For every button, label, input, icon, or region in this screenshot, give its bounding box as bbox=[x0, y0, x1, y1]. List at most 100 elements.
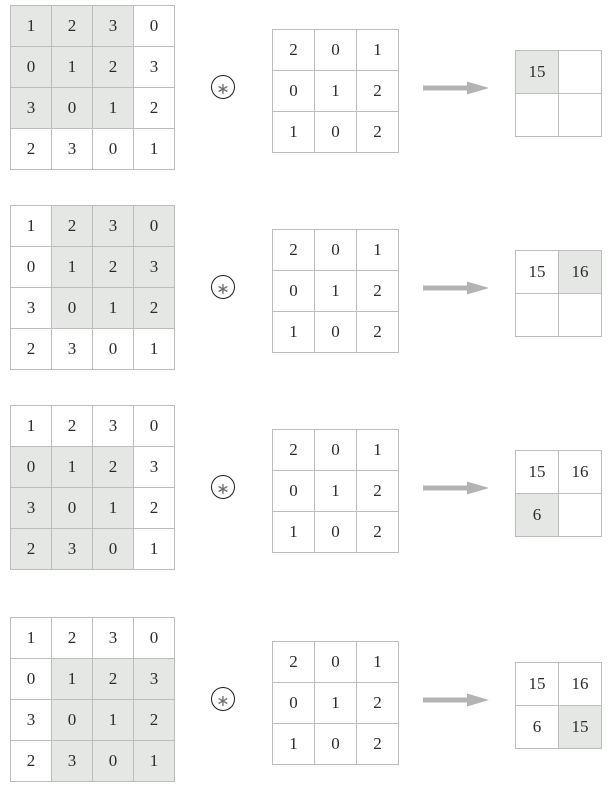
output-cell-highlighted: 16 bbox=[558, 250, 602, 294]
kernel-cell: 2 bbox=[356, 723, 399, 765]
output-matrix-step-1: 15 bbox=[515, 50, 602, 137]
input-cell-highlighted: 1 bbox=[51, 46, 93, 88]
asterisk-icon: ∗ bbox=[216, 79, 230, 98]
input-cell: 3 bbox=[51, 328, 93, 370]
input-cell: 2 bbox=[51, 617, 93, 659]
input-cell: 3 bbox=[133, 46, 175, 88]
input-cell: 2 bbox=[10, 740, 52, 782]
input-cell-highlighted: 3 bbox=[10, 487, 52, 529]
kernel-cell: 2 bbox=[272, 641, 315, 683]
kernel-cell: 2 bbox=[272, 229, 315, 271]
convolution-operator-icon: ∗ bbox=[211, 75, 235, 99]
output-cell bbox=[515, 293, 559, 337]
output-cell: 16 bbox=[558, 662, 602, 706]
output-cell-highlighted: 15 bbox=[558, 705, 602, 749]
input-cell: 1 bbox=[10, 205, 52, 247]
kernel-cell: 0 bbox=[314, 511, 357, 553]
input-cell: 0 bbox=[133, 5, 175, 47]
input-cell: 1 bbox=[133, 528, 175, 570]
input-cell-highlighted: 0 bbox=[92, 528, 134, 570]
input-cell-highlighted: 2 bbox=[92, 46, 134, 88]
output-matrix-row bbox=[515, 293, 602, 337]
kernel-cell: 2 bbox=[272, 429, 315, 471]
output-cell: 15 bbox=[515, 662, 559, 706]
kernel-cell: 0 bbox=[314, 111, 357, 153]
input-cell-highlighted: 3 bbox=[92, 205, 134, 247]
input-cell-highlighted: 2 bbox=[92, 246, 134, 288]
kernel-cell: 2 bbox=[356, 70, 399, 112]
input-cell-highlighted: 2 bbox=[10, 528, 52, 570]
kernel-cell: 2 bbox=[356, 270, 399, 312]
input-cell-highlighted: 1 bbox=[133, 740, 175, 782]
kernel-cell: 2 bbox=[356, 511, 399, 553]
convolution-operator-icon: ∗ bbox=[211, 687, 235, 711]
output-cell-highlighted: 6 bbox=[515, 493, 559, 537]
output-cell: 15 bbox=[515, 450, 559, 494]
output-matrix-row bbox=[515, 93, 602, 137]
kernel-cell: 1 bbox=[272, 511, 315, 553]
input-cell: 0 bbox=[92, 128, 134, 170]
kernel-cell: 1 bbox=[314, 270, 357, 312]
kernel-cell: 0 bbox=[314, 229, 357, 271]
kernel-cell: 2 bbox=[356, 470, 399, 512]
input-cell-highlighted: 0 bbox=[133, 205, 175, 247]
input-cell: 0 bbox=[10, 658, 52, 700]
input-cell-highlighted: 3 bbox=[133, 246, 175, 288]
input-cell-highlighted: 1 bbox=[10, 5, 52, 47]
kernel-cell: 1 bbox=[272, 723, 315, 765]
convolution-operator-icon: ∗ bbox=[211, 475, 235, 499]
input-cell: 3 bbox=[133, 446, 175, 488]
input-cell-highlighted: 3 bbox=[51, 528, 93, 570]
convolution-operator-icon: ∗ bbox=[211, 275, 235, 299]
kernel-cell: 1 bbox=[356, 429, 399, 471]
output-cell bbox=[558, 493, 602, 537]
input-cell-highlighted: 2 bbox=[92, 658, 134, 700]
input-cell: 1 bbox=[133, 328, 175, 370]
kernel-cell: 1 bbox=[356, 641, 399, 683]
input-cell: 3 bbox=[92, 405, 134, 447]
input-cell-highlighted: 1 bbox=[51, 246, 93, 288]
output-matrix-row: 15 bbox=[515, 50, 602, 94]
input-cell-highlighted: 2 bbox=[51, 5, 93, 47]
asterisk-icon: ∗ bbox=[216, 479, 230, 498]
input-cell-highlighted: 1 bbox=[92, 287, 134, 329]
input-cell-highlighted: 3 bbox=[133, 658, 175, 700]
kernel-cell: 1 bbox=[272, 311, 315, 353]
kernel-cell: 0 bbox=[314, 641, 357, 683]
input-cell-highlighted: 0 bbox=[51, 87, 93, 129]
right-arrow-icon bbox=[423, 81, 489, 95]
right-arrow-icon bbox=[423, 481, 489, 495]
input-cell-highlighted: 1 bbox=[92, 487, 134, 529]
input-cell: 0 bbox=[133, 405, 175, 447]
input-cell-highlighted: 1 bbox=[92, 87, 134, 129]
input-cell-highlighted: 2 bbox=[133, 699, 175, 741]
kernel-cell: 0 bbox=[314, 29, 357, 71]
input-cell: 0 bbox=[92, 328, 134, 370]
